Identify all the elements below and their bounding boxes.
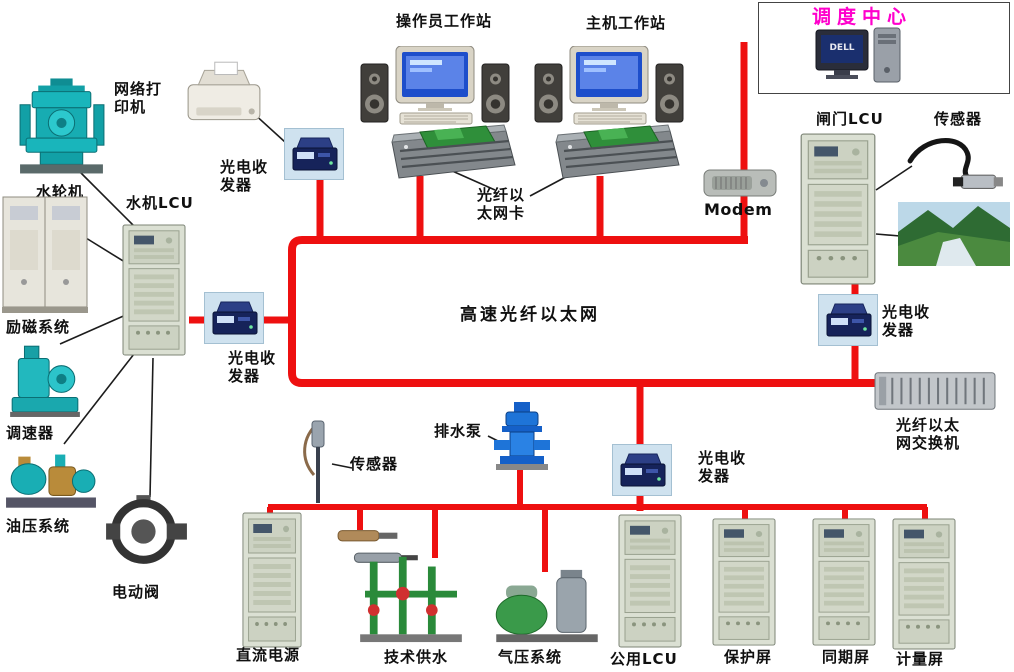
governor-label: 调速器: [6, 424, 55, 442]
wire-governor-lcu: [59, 313, 129, 345]
wire-cardlabel-operator: [449, 169, 496, 191]
protection-panel-icon: [712, 518, 776, 646]
sync-panel-icon: [812, 518, 876, 646]
operator-workstation-label: 操作员工作站: [396, 12, 493, 30]
air-pressure-label: 气压系统: [498, 648, 563, 666]
network-printer-label: 网络打 印机: [114, 80, 163, 117]
transceiver-bottom-icon: [612, 444, 672, 496]
wire-gatelcu-sensor: [875, 165, 913, 191]
transceiver-left-label: 光电收 发器: [228, 349, 277, 386]
operator-workstation-icon: [360, 46, 510, 125]
tech-water-label: 技术供水: [384, 648, 449, 666]
dell-brand-text: DELL: [829, 43, 854, 53]
electric-valve-label: 电动阀: [112, 583, 161, 601]
fiber-switch-label: 光纤以太 网交换机: [896, 416, 961, 453]
dc-power-label: 直流电源: [236, 646, 301, 664]
host-workstation-icon: [534, 46, 684, 125]
sensor-right-icon: [907, 138, 1003, 189]
protection-panel-label: 保护屏: [724, 648, 773, 666]
wire-sensorlabel-probe: [331, 463, 353, 469]
transceiver-bottom-label: 光电收 发器: [698, 449, 747, 486]
wire-valve-lcu: [149, 357, 154, 498]
water-turbine-icon: [19, 78, 105, 174]
transceiver-right-label: 光电收 发器: [882, 303, 931, 340]
ethernet-bus-line: [288, 236, 876, 387]
governor-icon: [10, 345, 80, 417]
dam-photo: [898, 202, 1010, 266]
metering-panel-icon: [892, 518, 956, 650]
wire-turbine-lcu: [79, 171, 141, 233]
common-lcu-label: 公用LCU: [610, 650, 678, 668]
electric-valve-icon: [106, 495, 187, 564]
hydro-lcu-cabinet-icon: [122, 224, 186, 356]
dell-computer-icon: DELL: [815, 27, 901, 83]
oil-pressure-label: 油压系统: [6, 517, 71, 535]
sensor-probe-icon: [303, 420, 325, 503]
transceiver-top-icon: [284, 128, 344, 180]
sensor-bottom-label: 传感器: [350, 455, 399, 473]
modem-icon: [703, 169, 777, 197]
sensor-right-label: 传感器: [934, 110, 983, 128]
excitation-label: 励磁系统: [6, 318, 71, 336]
network-printer-icon: [187, 61, 261, 121]
wire-excitation-lcu: [85, 237, 129, 265]
fiber-ethernet-card-label: 光纤以 太网卡: [477, 186, 526, 223]
oil-pressure-icon: [6, 454, 96, 508]
gate-lcu-label: 闸门LCU: [816, 110, 884, 128]
operator-fiber-card-icon: [390, 123, 517, 180]
host-fiber-card-icon: [554, 123, 681, 180]
gate-lcu-cabinet-icon: [800, 133, 876, 285]
excitation-cabinet-icon: [2, 196, 88, 313]
small-sensors-icon: [337, 530, 418, 563]
wire-gatelcu-photo: [875, 233, 901, 237]
host-workstation-label: 主机工作站: [586, 14, 667, 32]
drain-pump-icon: [494, 402, 550, 470]
dispatch-center-label: 调度中心: [812, 6, 913, 28]
sync-panel-label: 同期屏: [822, 648, 871, 666]
modem-label: Modem: [704, 200, 773, 219]
dc-power-cabinet-icon: [242, 512, 302, 648]
ethernet-bus-label: 高速光纤以太网: [460, 305, 600, 325]
metering-panel-label: 计量屏: [896, 650, 945, 668]
common-lcu-cabinet-icon: [618, 514, 682, 648]
transceiver-left-icon: [204, 292, 264, 344]
tech-water-icon: [360, 556, 462, 643]
drain-pump-label: 排水泵: [434, 422, 483, 440]
hydro-lcu-label: 水机LCU: [126, 194, 194, 212]
transceiver-right-icon: [818, 294, 878, 346]
transceiver-top-label: 光电收 发器: [220, 158, 269, 195]
air-pressure-icon: [495, 569, 598, 643]
wire-oil-lcu: [63, 353, 135, 445]
fiber-switch-icon: [874, 372, 996, 410]
